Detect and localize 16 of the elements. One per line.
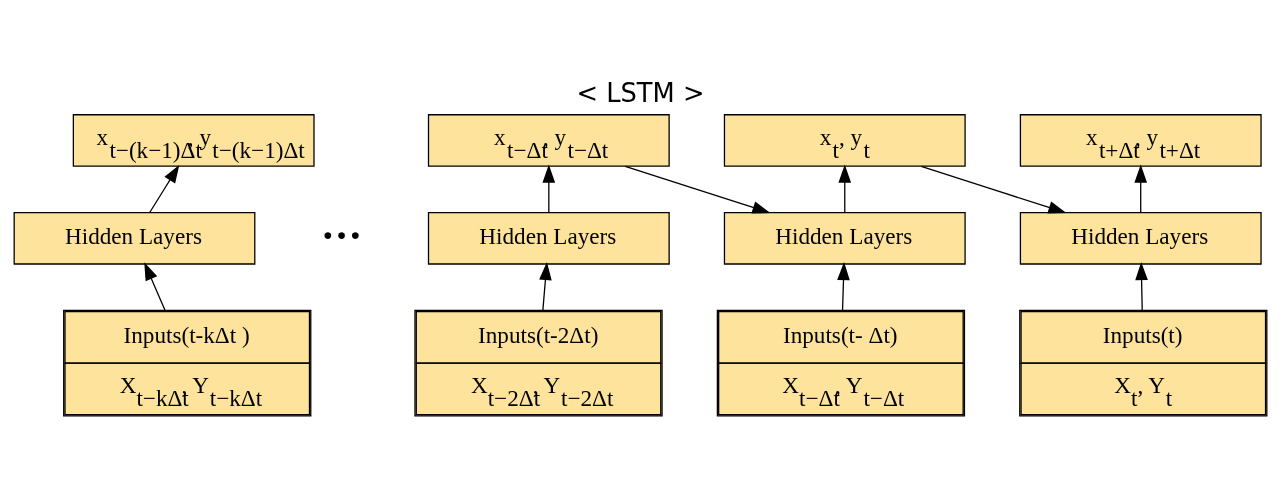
node-box: Hidden Layers (427, 211, 670, 265)
node-box: Hidden Layers (13, 211, 256, 265)
arrow (838, 164, 852, 214)
label: ••• (321, 222, 363, 249)
diagram-title: < LSTM > (576, 77, 705, 108)
arrow (149, 164, 180, 214)
arrow (624, 165, 771, 214)
arrow (144, 262, 166, 311)
arrow (920, 165, 1067, 214)
arrow (542, 164, 556, 214)
node-box: Hidden Layers (723, 211, 966, 265)
arrow (539, 262, 552, 311)
arrow (1135, 262, 1148, 311)
node-box: Hidden Layers (1019, 211, 1262, 265)
arrow (1134, 164, 1148, 214)
arrow (837, 262, 850, 311)
